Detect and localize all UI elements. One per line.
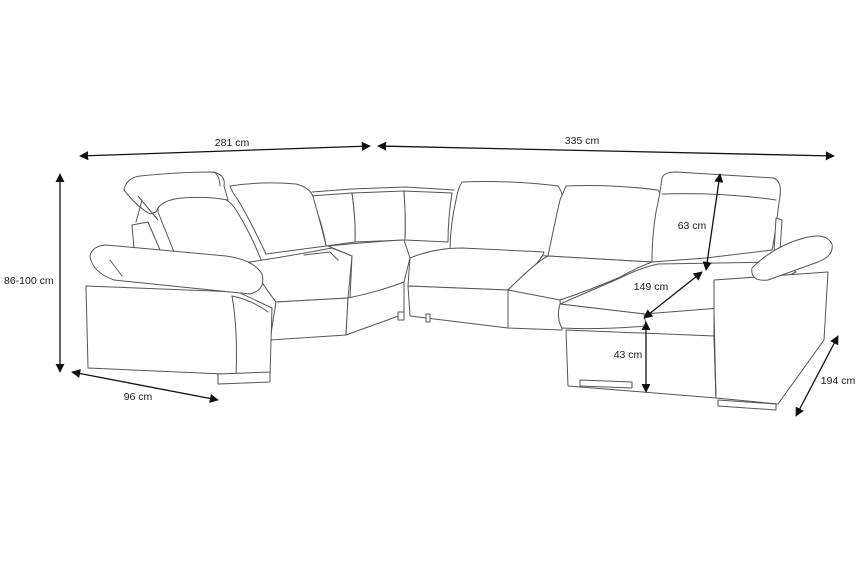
- left-backrests: [123, 171, 327, 263]
- dim-line-headrest: [702, 173, 724, 271]
- right-armrest: [751, 235, 833, 281]
- dim-line-left-width: [79, 141, 371, 161]
- dim-line-right-width: [377, 141, 835, 161]
- label-seat-height: 43 cm: [614, 349, 643, 361]
- dim-line-left-depth: [71, 369, 219, 403]
- dimension-lines: [55, 141, 839, 417]
- label-headrest-height: 63 cm: [678, 220, 707, 232]
- label-height: 86-100 cm: [4, 275, 54, 287]
- label-left-width: 281 cm: [215, 137, 250, 149]
- left-foot: [217, 371, 271, 385]
- left-armrest: [85, 244, 273, 385]
- right-adjustable-headrest: [651, 171, 781, 263]
- label-right-depth: 194 cm: [821, 375, 856, 387]
- right-foot: [717, 399, 777, 411]
- dim-line-chaise-depth: [643, 271, 703, 319]
- dimension-labels: 281 cm 335 cm 86-100 cm 96 cm 63 cm 149 …: [4, 135, 855, 403]
- left-seats: [249, 239, 411, 341]
- dim-line-right-depth: [795, 335, 839, 417]
- right-backrests: [449, 171, 783, 263]
- left-adjustable-headrest: [123, 171, 229, 215]
- chaise-foot: [579, 379, 633, 389]
- label-left-depth: 96 cm: [124, 391, 153, 403]
- right-seats: [397, 247, 653, 331]
- label-chaise-depth: 149 cm: [634, 281, 669, 293]
- left-back-frame: [131, 221, 161, 251]
- sofa-drawing: [85, 171, 833, 411]
- label-right-width: 335 cm: [565, 135, 600, 147]
- corner-backrest: [309, 186, 455, 247]
- right-foot-small: [397, 311, 405, 321]
